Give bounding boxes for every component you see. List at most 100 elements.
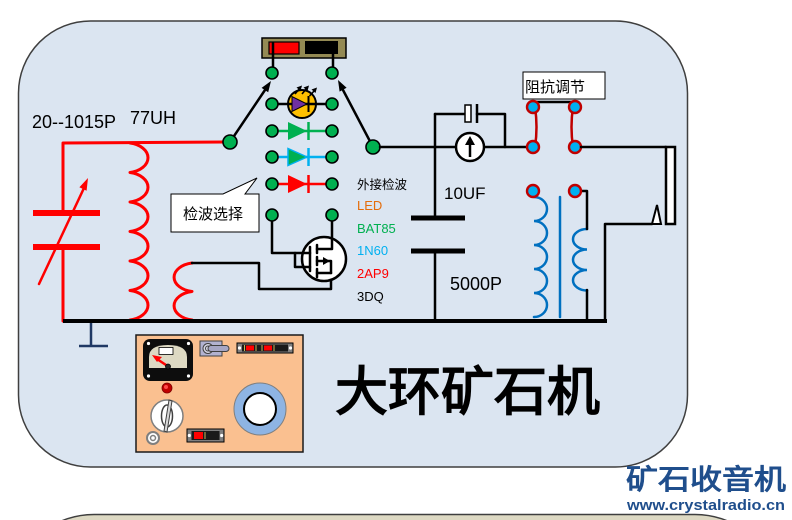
slide-screw [220, 433, 224, 438]
tuning-capacitor-label: 20--1015P [32, 112, 116, 132]
terminal-node [265, 124, 279, 138]
toggle-switch-icon [199, 340, 230, 357]
selector-arm-left-arrow [261, 81, 271, 93]
1n60-diode-icon [272, 147, 332, 167]
slide-knob [264, 345, 272, 351]
impedance-jumper [525, 99, 583, 155]
terminal-node [265, 208, 279, 222]
headphone-tip [650, 204, 663, 225]
radio-front-panel-illustration [135, 334, 304, 453]
coupling-wire [190, 261, 333, 291]
loop-coil-ring-icon [233, 382, 287, 436]
selector-arm-left [228, 88, 267, 144]
next-panel-background [61, 513, 728, 520]
coil-inductance-label: 77UH [130, 108, 176, 128]
detector-label-led: LED [357, 198, 382, 213]
detector-label-3dq: 3DQ [357, 289, 384, 304]
slide-knob [246, 345, 254, 351]
terminal-node [325, 97, 339, 111]
terminal-node [325, 177, 339, 191]
detector-terminals [222, 66, 381, 222]
meter-window [158, 347, 174, 355]
callout-text: 检波选择 [183, 205, 243, 223]
drain-lead [315, 219, 334, 251]
terminal-node [265, 66, 279, 80]
meter-pivot [165, 363, 171, 370]
knob-icon [150, 399, 184, 433]
led-icon [270, 85, 334, 119]
light-arrow-head [311, 87, 317, 93]
slide-switch-double-icon [236, 342, 294, 354]
callout-bubble [170, 177, 260, 233]
tuning-circuit [33, 140, 226, 323]
ammeter-icon [454, 131, 486, 163]
light-arrow-head [303, 85, 309, 91]
slide-switch-icon [261, 37, 347, 59]
variable-arrow-shaft [37, 186, 86, 286]
bypass-wire-right [475, 112, 507, 149]
terminal-node [265, 177, 279, 191]
headphone-icon [650, 145, 677, 226]
gate-lead [270, 219, 312, 255]
switch-black-slider [305, 41, 338, 54]
coupling-capacitor-label: 10UF [444, 184, 486, 203]
bypass-capacitor-icon [464, 104, 479, 123]
diode-triangle [288, 175, 307, 193]
variable-capacitor-icon [33, 178, 100, 286]
antenna-wire [61, 140, 226, 215]
headphone-body [664, 145, 677, 226]
meter-screw [186, 374, 191, 378]
panel-meter-icon [143, 339, 193, 381]
meter-needle-head [152, 355, 162, 362]
impedance-terminal [525, 139, 541, 155]
meter-screw [186, 341, 191, 346]
detector-label-bat85: BAT85 [357, 221, 396, 236]
slide-knob [194, 432, 203, 439]
switch-red-slider [268, 41, 300, 55]
light-arrow-head [296, 85, 302, 91]
meter-screw [146, 341, 151, 346]
detector-label-2ap9: 2AP9 [357, 266, 389, 281]
impedance-terminal [567, 139, 583, 155]
slide-screw [288, 346, 293, 350]
meter-dial [149, 345, 187, 368]
slide-switch-single-icon [186, 428, 225, 443]
detector-callout: 检波选择 [170, 177, 260, 233]
selector-arm-right [341, 88, 375, 149]
diode-triangle [287, 147, 309, 167]
ground-icon [79, 323, 108, 348]
2ap9-diode-icon [272, 175, 332, 193]
selector-pivot-right [365, 139, 381, 155]
led-triangle [291, 95, 309, 113]
diode-triangle [288, 122, 307, 140]
detector-label-1n60: 1N60 [357, 243, 388, 258]
transformer-secondary-coil [571, 227, 589, 292]
diagram-title: 大环矿石机 [335, 362, 600, 423]
knob-pointer [163, 399, 173, 433]
selector-arm-right-arrow [338, 80, 347, 92]
logo-url: www.crystalradio.cn [626, 497, 785, 514]
primary-coil-icon [128, 141, 150, 322]
terminal-node [325, 66, 339, 80]
led-light-arrows [294, 85, 317, 97]
impedance-terminal [567, 183, 583, 199]
terminal-node [325, 208, 339, 222]
body-arrow [323, 257, 330, 265]
jack-socket-icon [146, 431, 160, 445]
slide-screw [187, 433, 191, 438]
transformer-primary-coil [532, 195, 549, 319]
bypass-capacitor-label: 5000P [450, 274, 502, 294]
terminal-node [265, 150, 279, 164]
capacitor-plate-hollow [464, 104, 472, 123]
impedance-label-frame [522, 71, 606, 100]
secondary-coil-icon [172, 261, 194, 322]
gate-loop [293, 251, 312, 269]
bat85-diode-icon [272, 122, 332, 140]
headphone-wire-bottom [603, 222, 654, 323]
impedance-terminal [525, 183, 541, 199]
filter-capacitor-icon [411, 215, 465, 254]
transistor-icon [270, 219, 348, 283]
impedance-terminal [525, 99, 541, 115]
terminal-node [325, 124, 339, 138]
